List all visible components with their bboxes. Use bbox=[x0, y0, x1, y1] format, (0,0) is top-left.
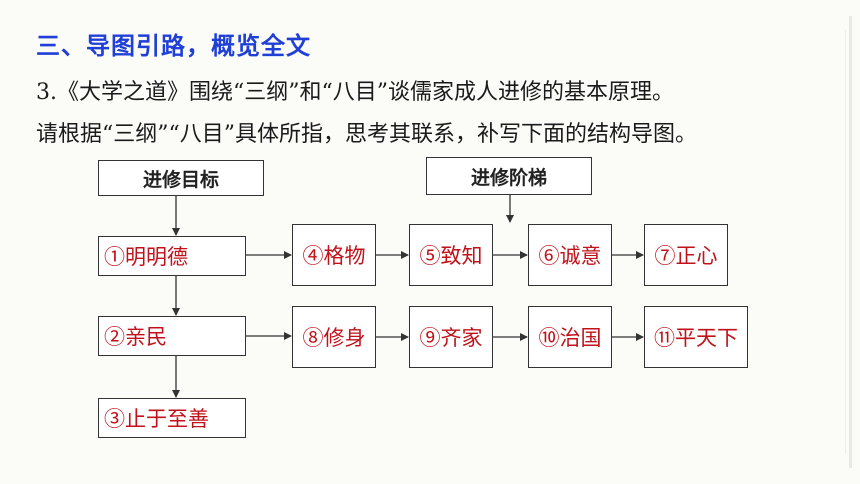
step-box-6: ⑥诚意 bbox=[528, 224, 612, 286]
goal-label-2: ②亲民 bbox=[104, 325, 167, 349]
goal-box-1: ①明明德 bbox=[98, 236, 246, 276]
step-label-8: ⑧修身 bbox=[302, 326, 366, 350]
step-box-9: ⑨齐家 bbox=[409, 306, 493, 368]
steps-header-box: 进修阶梯 bbox=[426, 157, 592, 195]
question-line-1: 3.《大学之道》围绕“三纲”和“八目”谈儒家成人进修的基本原理。 bbox=[36, 80, 674, 105]
step-label-7: ⑦正心 bbox=[654, 244, 718, 268]
step-label-9: ⑨齐家 bbox=[419, 326, 483, 350]
step-label-10: ⑩治国 bbox=[538, 326, 602, 350]
step-box-11: ⑪平天下 bbox=[644, 306, 748, 368]
goal-label-3: ③止于至善 bbox=[104, 407, 209, 431]
step-label-5: ⑤致知 bbox=[419, 244, 483, 268]
step-box-8: ⑧修身 bbox=[292, 306, 376, 368]
goal-box-3: ③止于至善 bbox=[98, 398, 246, 438]
question-line-2: 请根据“三纲”“八目”具体所指，思考其联系，补写下面的结构导图。 bbox=[36, 122, 697, 147]
step-label-6: ⑥诚意 bbox=[538, 244, 602, 268]
section-heading: 三、导图引路，概览全文 bbox=[36, 32, 311, 60]
goal-header-box: 进修目标 bbox=[98, 160, 264, 196]
decorative-edge-line-thin bbox=[845, 30, 846, 454]
goal-header-label: 进修目标 bbox=[142, 168, 219, 191]
step-box-5: ⑤致知 bbox=[409, 224, 493, 286]
decorative-edge-line bbox=[849, 16, 852, 468]
step-label-4: ④格物 bbox=[302, 244, 366, 268]
goal-box-2: ②亲民 bbox=[98, 316, 246, 356]
step-box-7: ⑦正心 bbox=[644, 224, 728, 286]
step-box-10: ⑩治国 bbox=[528, 306, 612, 368]
step-label-11: ⑪平天下 bbox=[654, 326, 738, 350]
steps-header-label: 进修阶梯 bbox=[470, 166, 547, 189]
goal-label-1: ①明明德 bbox=[104, 245, 188, 269]
step-box-4: ④格物 bbox=[292, 224, 376, 286]
